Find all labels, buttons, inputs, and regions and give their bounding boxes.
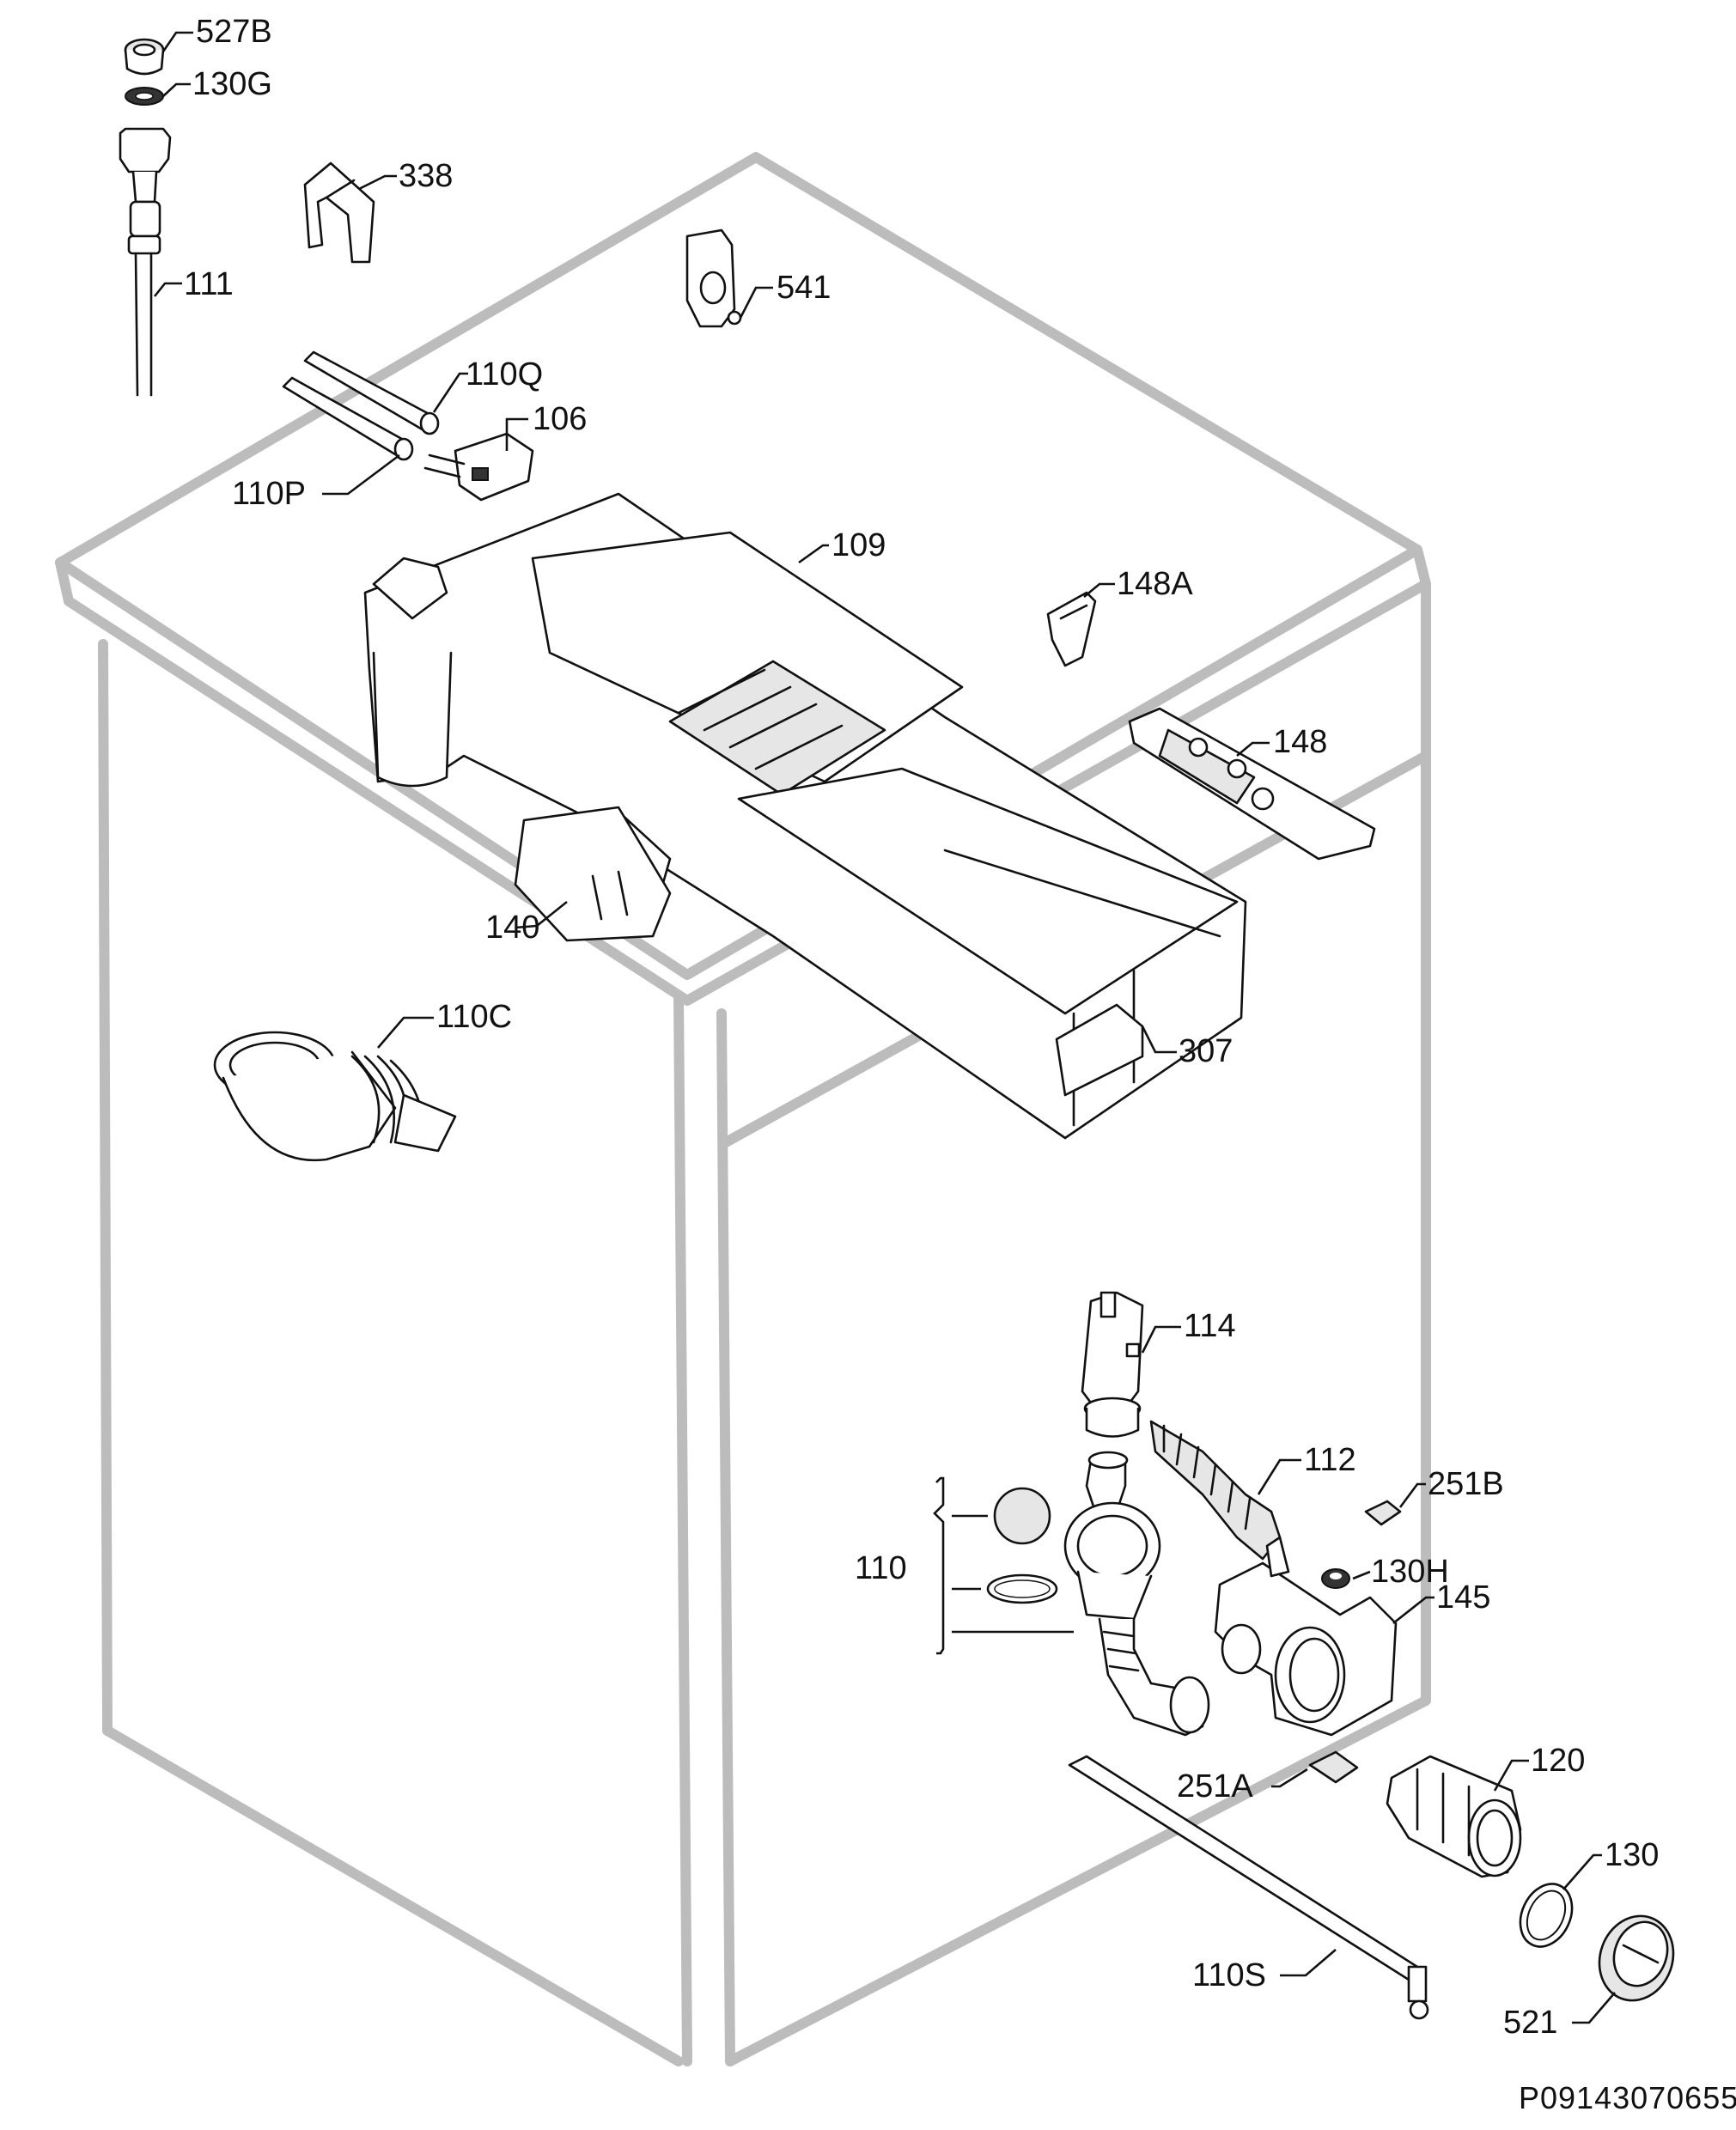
- label-112: 112: [1304, 1442, 1356, 1478]
- part-521-cap[interactable]: [1572, 1906, 1685, 2024]
- part-251B-clip[interactable]: [1364, 1482, 1426, 1526]
- part-527B-nut[interactable]: [124, 31, 193, 76]
- part-109-dispenser-housing[interactable]: [363, 492, 1247, 1140]
- part-145-pump-housing[interactable]: [1214, 1536, 1434, 1737]
- label-110P: 110P: [232, 476, 306, 512]
- part-110S-drain-hose[interactable]: [1068, 1755, 1429, 2020]
- label-110C: 110C: [436, 999, 512, 1035]
- reference-code: P09143070655: [1519, 2080, 1736, 2115]
- part-110Q-hose[interactable]: [303, 350, 468, 435]
- label-111: 111: [184, 266, 234, 302]
- part-110P-hose[interactable]: [282, 376, 414, 496]
- part-307-tray-support[interactable]: [1055, 1003, 1177, 1097]
- part-148-handle[interactable]: [1128, 707, 1376, 861]
- part-120-filter[interactable]: [1386, 1755, 1529, 1878]
- label-110Q: 110Q: [466, 356, 543, 393]
- label-130: 130: [1605, 1837, 1659, 1873]
- part-114-valve[interactable]: [1081, 1291, 1181, 1438]
- label-130G: 130G: [192, 66, 272, 102]
- label-527B: 527B: [196, 14, 272, 50]
- part-140-duct[interactable]: [514, 806, 672, 942]
- label-521: 521: [1503, 2005, 1557, 2041]
- label-140: 140: [485, 910, 539, 946]
- part-130G-washer[interactable]: [125, 82, 191, 106]
- cabinet-outline: [55, 152, 1431, 2066]
- part-541-bracket[interactable]: [685, 228, 773, 328]
- part-251A-clip[interactable]: [1271, 1750, 1359, 1788]
- part-148A-clip[interactable]: [1046, 582, 1115, 667]
- label-106: 106: [533, 401, 587, 437]
- label-145: 145: [1436, 1579, 1490, 1616]
- label-541: 541: [777, 270, 831, 306]
- label-338: 338: [399, 158, 453, 194]
- label-130H: 130H: [1371, 1554, 1449, 1590]
- label-148: 148: [1273, 724, 1327, 760]
- label-251B: 251B: [1428, 1466, 1504, 1502]
- part-338-hose-clip[interactable]: [303, 161, 397, 264]
- part-106-valve[interactable]: [423, 417, 534, 502]
- label-307: 307: [1179, 1033, 1233, 1069]
- part-111-inlet-hose[interactable]: [119, 127, 182, 397]
- label-109: 109: [831, 527, 886, 563]
- part-labels: 527B 130G 338 111 541 110Q 106 110P 109 …: [184, 14, 1736, 2115]
- part-130H-seal[interactable]: [1321, 1568, 1371, 1589]
- label-251A: 251A: [1177, 1768, 1253, 1804]
- label-110S: 110S: [1192, 1957, 1266, 1993]
- label-120: 120: [1531, 1743, 1585, 1779]
- label-110: 110: [855, 1550, 907, 1586]
- part-110C-bellows[interactable]: [213, 1016, 457, 1162]
- label-114: 114: [1184, 1308, 1236, 1344]
- part-110-pump-group[interactable]: [933, 1451, 1210, 1737]
- label-148A: 148A: [1117, 566, 1193, 602]
- part-130-seal-ring[interactable]: [1511, 1853, 1602, 1955]
